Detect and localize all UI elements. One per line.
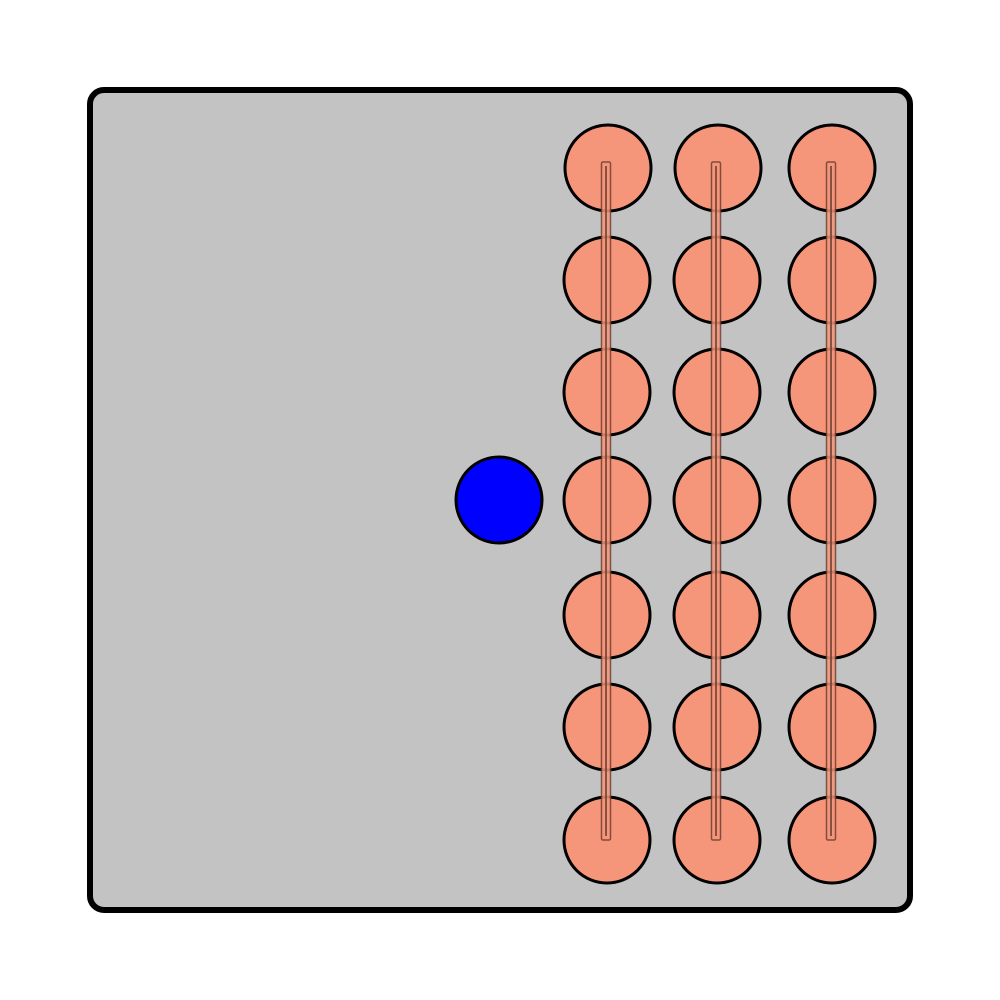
player-token[interactable] — [454, 455, 544, 545]
rods-layer — [600, 161, 837, 841]
